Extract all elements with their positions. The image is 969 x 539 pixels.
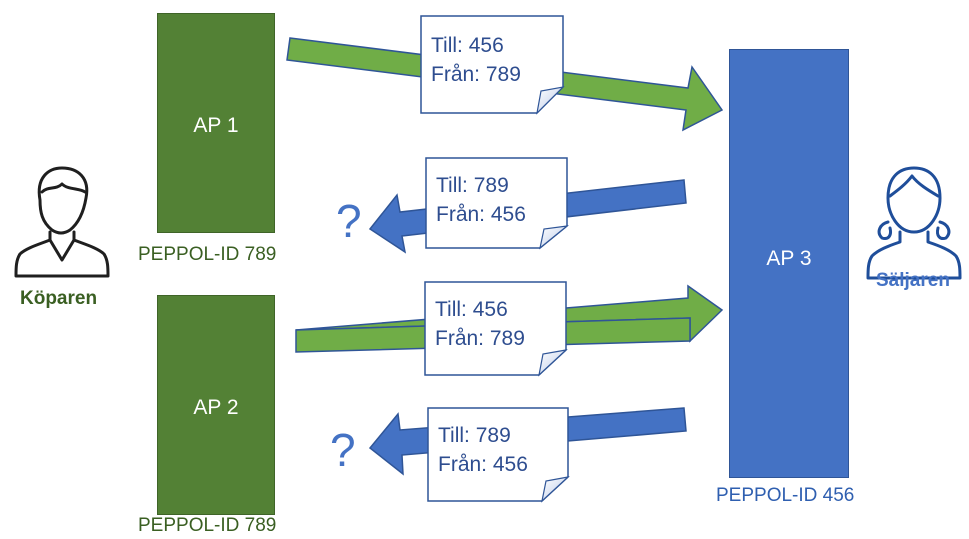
note-2-text: Till: 789 Från: 456 xyxy=(436,171,526,229)
ap3-peppol-id: PEPPOL-ID 456 xyxy=(716,485,855,506)
note-1-text: Till: 456 Från: 789 xyxy=(431,31,521,89)
note-3-from: Från: 789 xyxy=(435,327,525,350)
note-3-to: Till: 456 xyxy=(435,298,508,321)
note-4-to: Till: 789 xyxy=(438,424,511,447)
ap3-box: AP 3 xyxy=(729,49,849,478)
message-note-4 xyxy=(427,407,570,503)
note-1-to: Till: 456 xyxy=(431,34,504,57)
person-female-icon xyxy=(866,166,962,280)
person-icon xyxy=(14,166,110,278)
ap2-label: AP 2 xyxy=(193,396,239,419)
seller-label: Säljaren xyxy=(876,270,950,291)
message-note-1 xyxy=(420,15,565,115)
note-4-text: Till: 789 Från: 456 xyxy=(438,421,528,479)
ap1-box: AP 1 xyxy=(157,13,275,233)
note-3-text: Till: 456 Från: 789 xyxy=(435,295,525,353)
note-2-from: Från: 456 xyxy=(436,203,526,226)
unknown-recipient-mark-2: ? xyxy=(330,424,356,476)
ap2-box: AP 2 xyxy=(157,295,275,515)
note-2-to: Till: 789 xyxy=(436,174,509,197)
unknown-recipient-mark-1: ? xyxy=(336,195,362,247)
ap1-peppol-id: PEPPOL-ID 789 xyxy=(138,244,277,265)
note-1-from: Från: 789 xyxy=(431,63,521,86)
ap3-label: AP 3 xyxy=(766,246,812,270)
message-note-3 xyxy=(424,281,568,377)
buyer-label: Köparen xyxy=(20,288,98,309)
message-note-2 xyxy=(425,157,570,250)
ap2-peppol-id: PEPPOL-ID 789 xyxy=(138,515,277,536)
ap1-label: AP 1 xyxy=(193,114,239,137)
note-4-from: Från: 456 xyxy=(438,453,528,476)
